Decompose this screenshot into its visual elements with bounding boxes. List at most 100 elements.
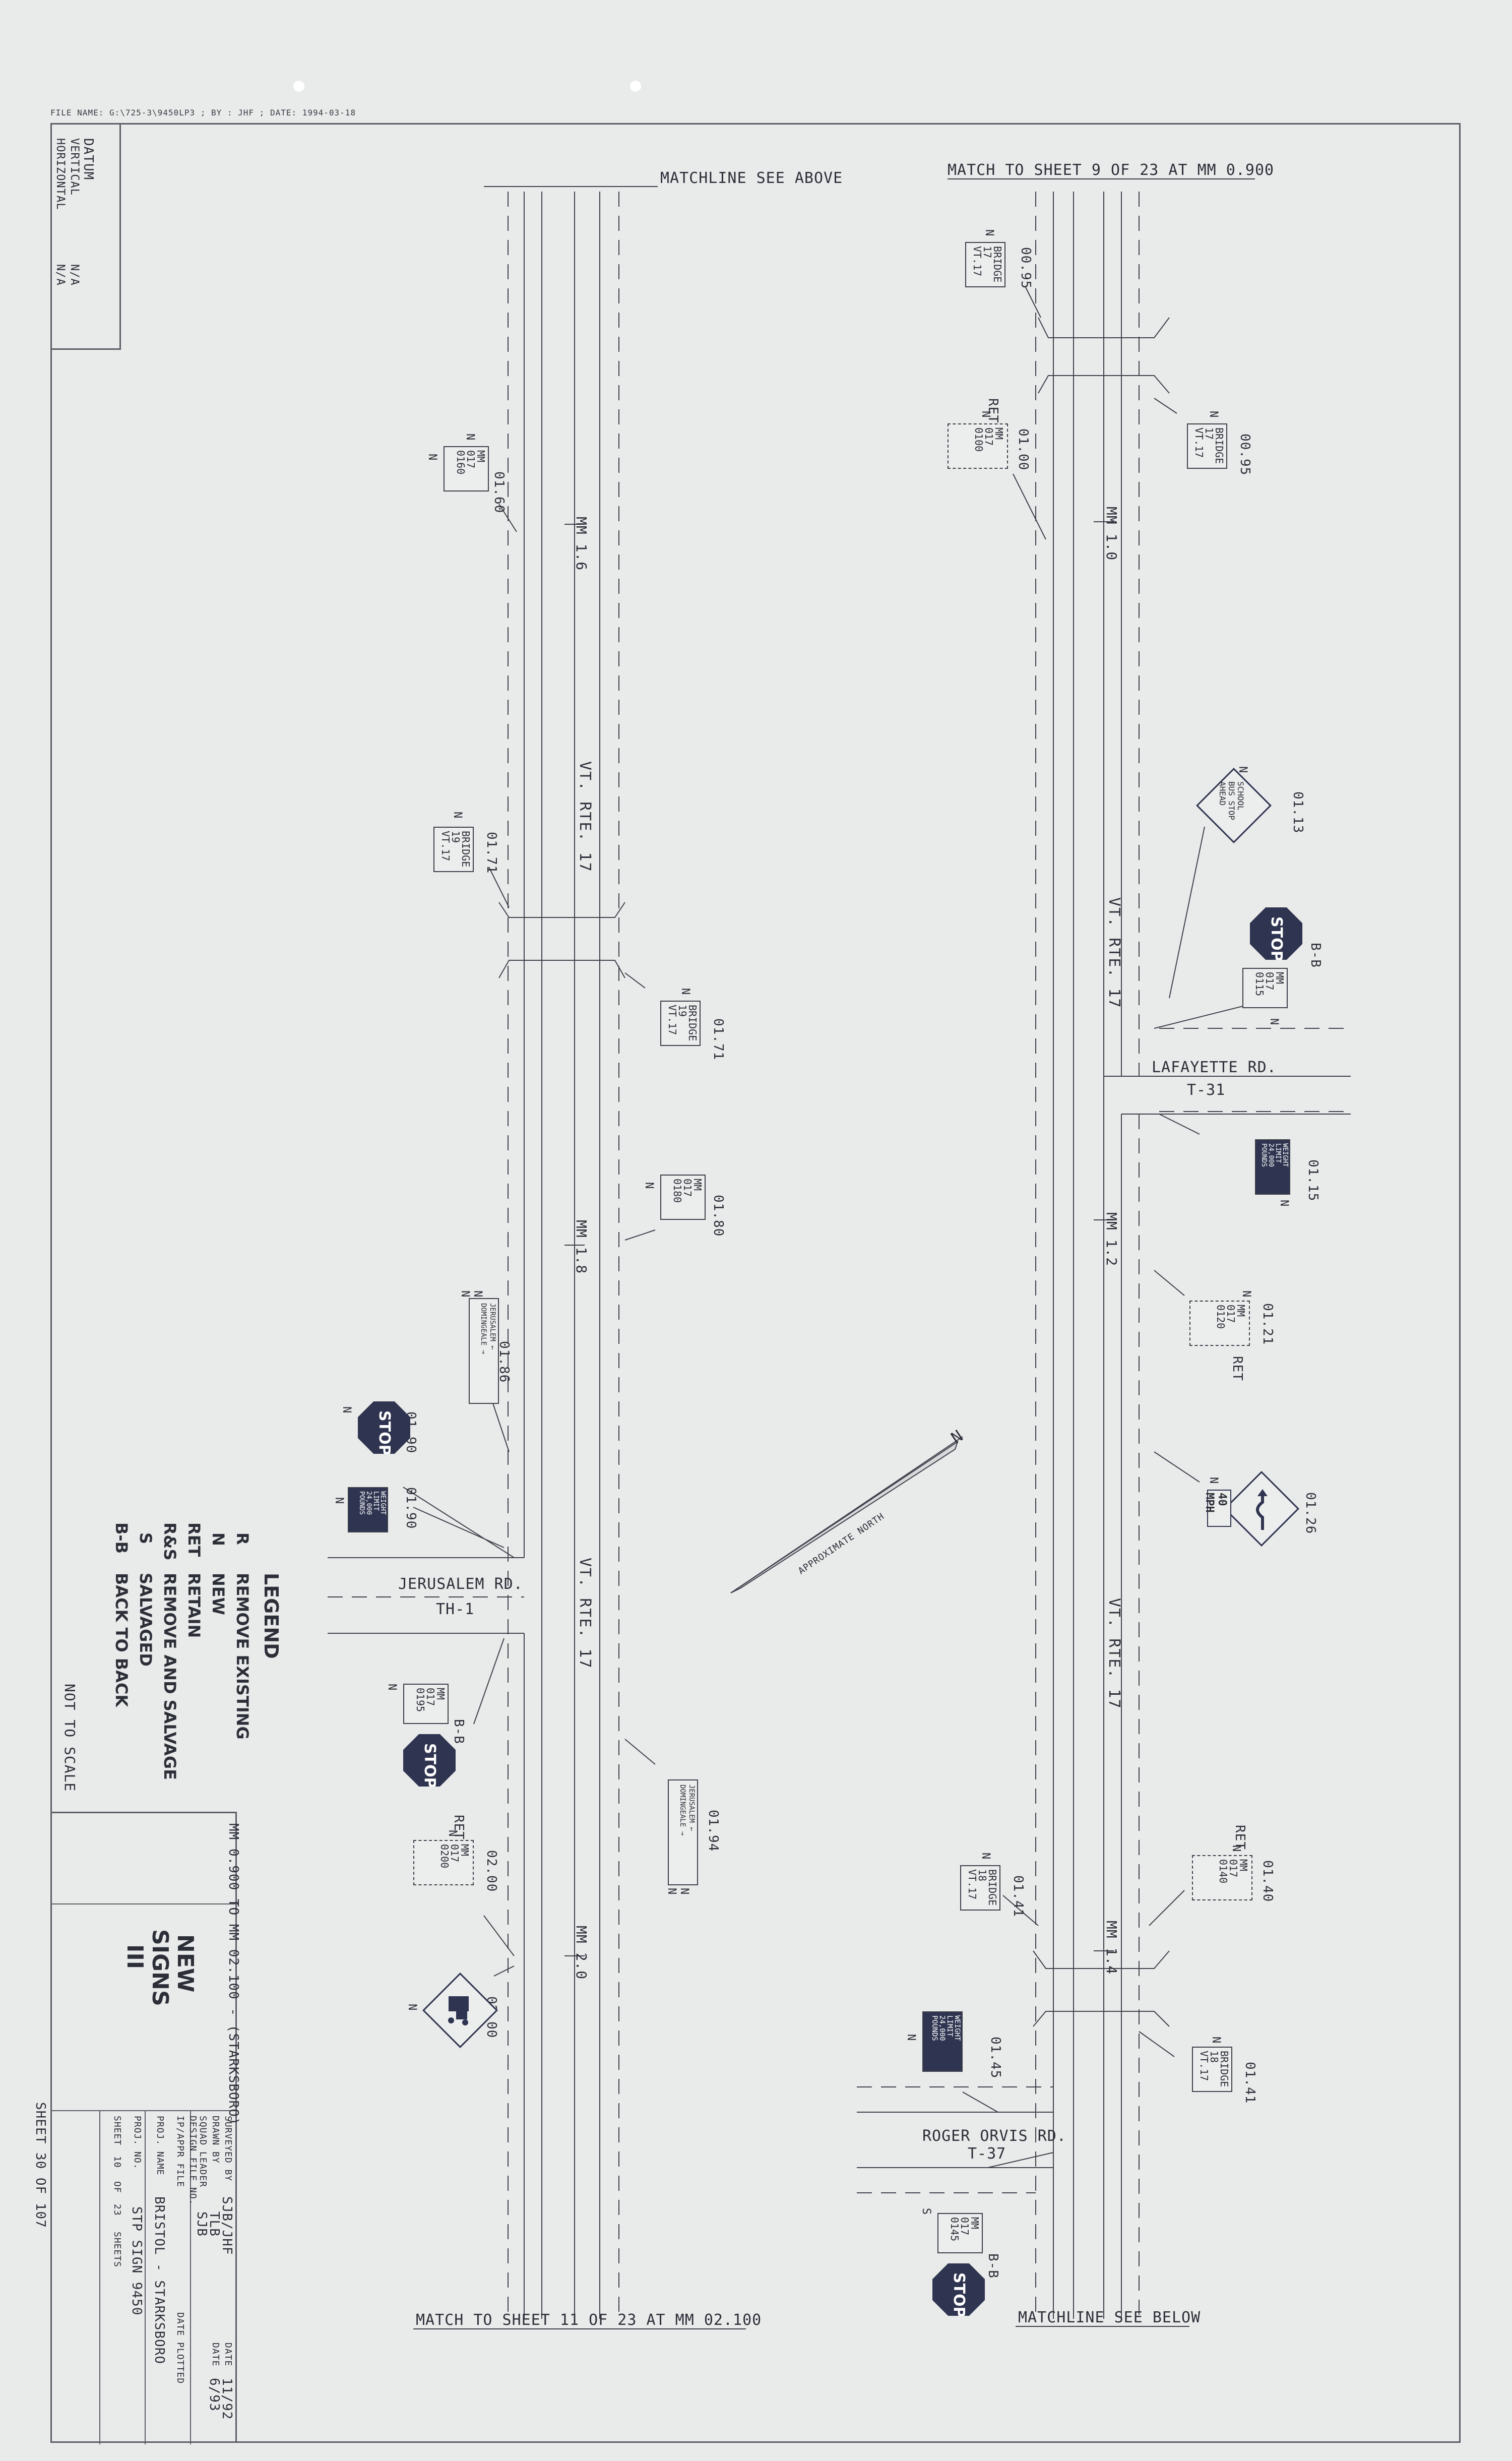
code-n: N (679, 988, 691, 996)
matchline-bottom-left: MATCH TO SHEET 11 OF 23 AT MM 02.100 (416, 2311, 762, 2329)
legend-code-r: R (233, 1532, 252, 1545)
sign-plaque-text: JERUSALEM ← DOMINGEALE → (479, 1303, 496, 1355)
station-01-94: 01.94 (706, 1810, 721, 1852)
sign-plaque-text: BRIDGE 19 VT.17 (666, 1005, 699, 1041)
code-n: N (333, 1497, 345, 1505)
code-n: N (426, 454, 438, 461)
code-n: N (459, 1290, 471, 1298)
code-n: N (471, 1290, 484, 1298)
sign-bridge-18-a: BRIDGE 18 VT.17 (960, 1865, 1000, 1911)
title-block-grid (52, 1903, 238, 2444)
of-total: 23 (112, 2204, 122, 2216)
road-lafayette-number: T-31 (1187, 1081, 1226, 1099)
stop-sign-text: STOP (421, 1743, 438, 1789)
matchline-top-left: MATCHLINE SEE ABOVE (660, 169, 843, 187)
station-01-26: 01.26 (1303, 1492, 1318, 1534)
surveyed-by-label: SURVEYED BY (223, 2116, 233, 2182)
road-jerusalem-name: JERUSALEM RD. (398, 1575, 523, 1593)
sign-mm-0200: MM 017 0200 (413, 1840, 474, 1885)
road-roger-orvis-name: ROGER ORVIS RD. (922, 2127, 1066, 2145)
code-n: N (979, 411, 992, 418)
code-n: N (1278, 1200, 1290, 1207)
sign-bridge-17-b: BRIDGE 17 VT.17 (1187, 423, 1227, 469)
back-to-back-label: B-B (985, 2253, 1000, 2279)
code-n: N (1230, 1845, 1242, 1853)
datum-box: DATUM VERTICAL N/A HORIZONTAL N/A (50, 123, 121, 350)
route-label-right-upper: VT. RTE. 17 (1105, 897, 1123, 1009)
proj-no-label: PROJ. NO. (132, 2116, 143, 2170)
legend-desc-remove-existing: REMOVE EXISTING (233, 1573, 252, 1740)
sheet-label: SHEET (112, 2116, 122, 2146)
code-n: N (643, 1182, 655, 1190)
sign-weight-limit: WEIGHT LIMIT 24,000 POUNDS (348, 1487, 388, 1532)
sign-plaque-text: MM 017 0140 (1217, 1859, 1249, 1884)
code-n: N (1240, 1290, 1252, 1298)
code-n: N (905, 2034, 917, 2042)
station-01-15: 01.15 (1305, 1159, 1320, 1202)
sign-jerusalem-dominicale: JERUSALEM ← DOMINGEALE → (668, 1779, 698, 1885)
legend-desc-back-to-back: BACK TO BACK (112, 1573, 131, 1707)
code-n: N (446, 1830, 459, 1837)
design-file-label: DESIGN FILE NO. (187, 2116, 198, 2205)
station-00-95-b: 00.95 (1237, 434, 1252, 476)
code-n: N (983, 229, 995, 237)
sign-mm-0160: MM 017 0160 (444, 446, 489, 491)
proj-name-label: PROJ. NAME (155, 2116, 165, 2176)
station-01-00: 01.00 (1016, 428, 1031, 471)
stop-sign-text: STOP (375, 1410, 393, 1456)
route-label-right-lower: VT. RTE. 17 (1105, 1598, 1123, 1709)
date-label-2: DATE (210, 2343, 221, 2367)
ip-appr-label: IP/APPR FILE (175, 2116, 185, 2188)
sign-plaque-text: BRIDGE 19 VT.17 (439, 831, 472, 868)
code-n: N (386, 1684, 398, 1691)
sign-plaque-text: MM 017 0100 (973, 427, 1005, 452)
sign-plaque-text: JERUSALEM ← DOMINGEALE → (678, 1785, 696, 1836)
sign-advisory-speed: 40 MPH (1203, 1490, 1231, 1527)
sign-jerusalem-dominicale: JERUSALEM ← DOMINGEALE → (469, 1298, 499, 1404)
sign-mm-0145: MM 017 0145 (937, 2213, 983, 2253)
sign-bridge-19-a: BRIDGE 19 VT.17 (433, 827, 474, 872)
legend-desc-salvaged: SALVAGED (136, 1573, 155, 1667)
matchline-bottom-right: MATCHLINE SEE BELOW (1018, 2309, 1201, 2326)
road-roger-orvis-number: T-37 (968, 2145, 1006, 2163)
sign-school-bus-text: SCHOOL BUS STOP AHEAD (1218, 781, 1245, 821)
stop-sign: STOP (1250, 907, 1302, 960)
route-label-left-lower: VT. RTE. 17 (576, 1558, 594, 1669)
back-to-back-label: B-B (451, 1719, 466, 1744)
file-info: FILE NAME: G:\725-3\9450LP3 ; BY : JHF ;… (50, 108, 356, 117)
station-01-41-b: 01.41 (1242, 2062, 1257, 2104)
title-iii: III (122, 1944, 148, 1970)
station-01-40: 01.40 (1260, 1860, 1275, 1902)
sign-plaque-text: BRIDGE 18 VT.17 (966, 1869, 998, 1906)
sign-plaque-text: MM 017 0145 (949, 2217, 981, 2242)
sheets-label: SHEETS (112, 2232, 122, 2268)
sign-plaque-text: BRIDGE 18 VT.17 (1198, 2051, 1230, 2087)
squad-leader: SJB (194, 2211, 209, 2237)
stop-sign: STOP (932, 2263, 985, 2316)
sign-mm-0195: MM 017 0195 (403, 1684, 449, 1724)
sign-plaque-text: MM 017 0120 (1215, 1305, 1247, 1329)
sign-bridge-17-a: BRIDGE 17 VT.17 (965, 242, 1005, 287)
legend-code-ret: RET (184, 1522, 204, 1557)
matchline-top-right: MATCH TO SHEET 9 OF 23 AT MM 0.900 (948, 161, 1275, 179)
sign-bridge-18-b: BRIDGE 18 VT.17 (1192, 2047, 1232, 2092)
title-range: MM 0.900 TO MM 02.100 - (STARKSBORO) (226, 1823, 241, 2126)
legend-code-s: S (136, 1532, 155, 1545)
north-arrow-icon (730, 1436, 963, 1593)
sign-plaque-text: MM 017 0180 (671, 1179, 704, 1203)
sign-plaque-text: MM 017 0195 (414, 1688, 447, 1712)
mile-marker-1-8: MM 1.8 (573, 1220, 590, 1274)
code-n: N (1207, 411, 1220, 418)
sign-plaque-text: BRIDGE 17 VT.17 (1193, 427, 1225, 464)
date-2: 6/93 (207, 2378, 222, 2412)
legend-code-n: N (209, 1532, 228, 1546)
curve-arrow-icon (1256, 1489, 1268, 1530)
station-00-95-a: 00.95 (1018, 247, 1033, 289)
station-02-00: 02.00 (484, 1850, 499, 1892)
code-n: N (1236, 766, 1249, 774)
status-ret: RET (1230, 1356, 1245, 1381)
advisory-speed-text: 40 MPH (1203, 1493, 1228, 1513)
truck-icon (448, 1996, 469, 2025)
